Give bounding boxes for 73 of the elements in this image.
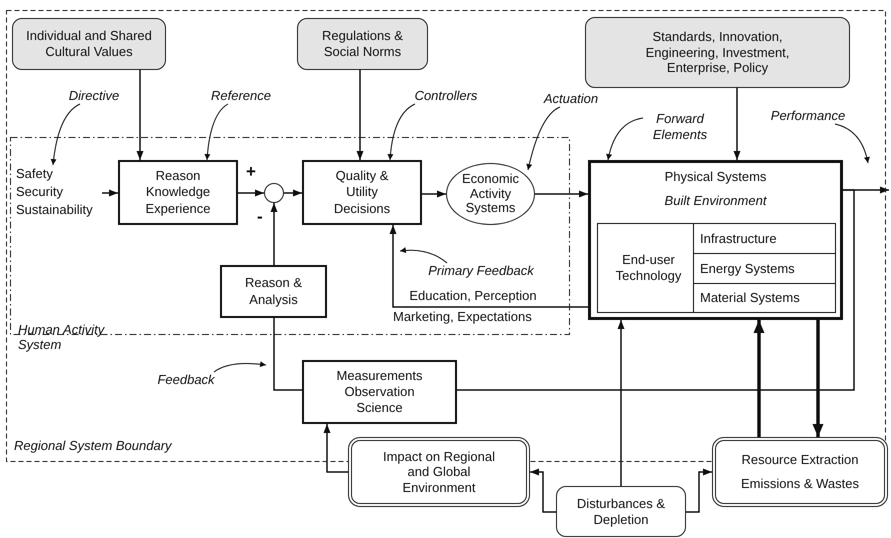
leader-arrow: [400, 247, 448, 264]
double-rounded-box: [348, 437, 530, 507]
annotation-text: Forward Elements: [643, 111, 717, 143]
system-box: [588, 160, 843, 320]
table-cell: [597, 223, 694, 313]
process-box: [118, 160, 238, 225]
node-label: Infrastructure: [700, 230, 777, 246]
annotation-text: Directive: [58, 88, 130, 104]
node-label: Physical Systems: [664, 169, 766, 184]
node-label: Quality & Utility Decisions: [332, 168, 392, 217]
node-label: Built Environment: [664, 193, 766, 208]
arrow: [324, 424, 348, 473]
process-box: [302, 160, 422, 225]
boundary-label: Human Activity System: [18, 323, 106, 353]
table-cell: [693, 223, 836, 254]
node-label: Measurements Observation Science: [336, 368, 424, 416]
summing-junction-circle: [264, 183, 284, 203]
arrow: [238, 190, 264, 196]
arrow: [618, 320, 624, 486]
node-label: End-user Technology: [614, 252, 682, 284]
input-text: Safety Security Sustainability: [16, 165, 93, 225]
leader-arrow: [204, 104, 228, 160]
node-label: Individual and Shared Cultural Values: [25, 28, 153, 60]
leader-arrow: [606, 118, 644, 160]
arrow: [812, 320, 824, 437]
rounded-box: [12, 18, 166, 70]
arrow: [535, 190, 588, 198]
node-label: Reason & Analysis: [244, 275, 304, 308]
node-label: Reason Knowledge Experience: [144, 168, 212, 217]
leader-arrow: [388, 104, 416, 160]
annotation-text: Reference: [202, 88, 280, 104]
node-label: Energy Systems: [700, 260, 795, 276]
double-rounded-box: [712, 437, 888, 507]
arrow: [356, 70, 364, 160]
node-label: Impact on Regional and Global Environment: [382, 448, 496, 496]
arrow: [422, 190, 446, 198]
arrow: [390, 225, 588, 308]
connector-line: [457, 189, 855, 391]
annotation-text: Actuation: [533, 91, 609, 107]
node-label: Regulations & Social Norms: [321, 28, 404, 60]
rounded-box: [297, 18, 428, 70]
leader-arrow: [526, 106, 560, 170]
arrow: [284, 190, 302, 196]
arrow: [734, 88, 740, 160]
annotation-text: Primary Feedback: [414, 263, 548, 279]
node-label: Material Systems: [700, 290, 800, 306]
arrow: [270, 203, 278, 265]
sign-label: +: [246, 162, 256, 182]
rounded-box: [556, 486, 686, 537]
annotation-text: Feedback: [148, 372, 224, 388]
node-label: Economic Activity Systems: [460, 172, 520, 216]
node-label: Standards, Innovation, Engineering, Investment, Enterprise, Policy: [644, 29, 790, 76]
process-box: [302, 360, 457, 424]
feedback-label: Marketing, Expectations: [393, 309, 532, 325]
annotation-text: Performance: [760, 108, 856, 124]
process-box: [220, 265, 327, 318]
boundary-label: Regional System Boundary: [14, 439, 173, 454]
table-cell: [693, 283, 836, 313]
node-label: Resource Extraction: [741, 452, 859, 468]
arrow: [754, 320, 764, 437]
arrow: [136, 70, 144, 160]
sign-label: -: [257, 207, 263, 228]
rounded-box: [585, 17, 850, 88]
node-label: Disturbances & Depletion: [576, 496, 666, 528]
connector-line: [273, 318, 302, 391]
annotation-text: Controllers: [401, 88, 491, 104]
leader-arrow: [50, 104, 80, 166]
arrow: [686, 468, 712, 513]
arrow: [102, 190, 118, 196]
arrow: [530, 468, 556, 513]
node-label: Emissions & Wastes: [741, 476, 859, 492]
leader-arrow: [214, 361, 266, 372]
leader-arrow: [834, 124, 870, 164]
